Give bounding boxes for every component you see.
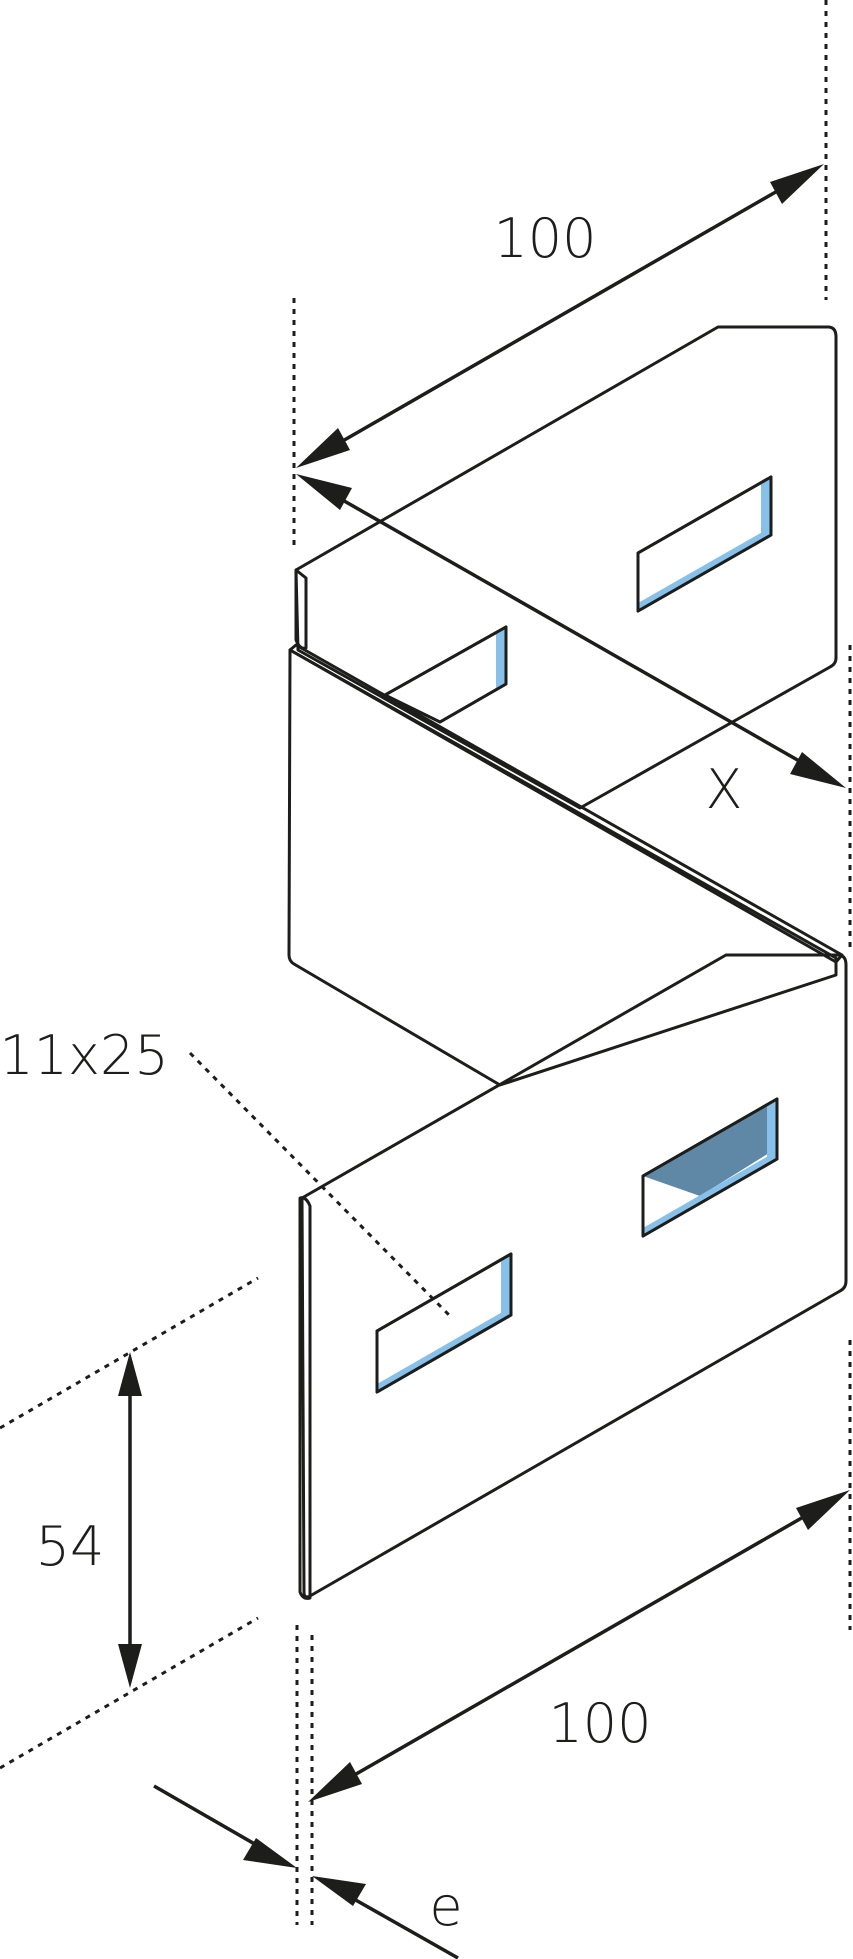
- arrow-icon: [118, 1644, 142, 1688]
- arrow-icon: [296, 428, 350, 468]
- arrow-icon: [308, 1762, 362, 1802]
- label-offset-x: X: [706, 758, 743, 821]
- dim-thickness: [153, 1784, 459, 1959]
- dim-bottom-length: [308, 1490, 850, 1802]
- top-flange-panel: [294, 325, 838, 810]
- arrow-icon: [296, 474, 352, 510]
- slot-top-left: [383, 625, 508, 724]
- dim-hole-leader: [188, 1051, 454, 1320]
- web-panel: [287, 648, 838, 1087]
- dim-top-length: [296, 164, 824, 468]
- label-thickness: e: [429, 1875, 462, 1938]
- dim-offset-x: [296, 474, 846, 788]
- web: [287, 643, 844, 1087]
- slot-bottom-left: [375, 1252, 513, 1394]
- arrow-icon: [796, 1490, 850, 1530]
- label-hole-size: 11x25: [0, 1024, 169, 1087]
- bottom-flange-panel: [300, 953, 848, 1599]
- label-bottom-length: 100: [548, 1692, 651, 1755]
- arrow-icon: [790, 752, 846, 788]
- label-top-length: 100: [493, 207, 596, 270]
- slot-top-right: [636, 475, 773, 613]
- label-height: 54: [36, 1515, 105, 1578]
- dim-height: [118, 1352, 142, 1688]
- top-flange-thickness: [294, 568, 308, 650]
- bottom-flange: [298, 953, 848, 1600]
- slot-bottom-right: [641, 1097, 779, 1238]
- arrow-icon: [770, 164, 824, 204]
- arrow-icon: [312, 1876, 366, 1906]
- top-flange: [294, 325, 838, 810]
- arrow-icon: [118, 1352, 142, 1396]
- arrow-icon: [243, 1838, 297, 1868]
